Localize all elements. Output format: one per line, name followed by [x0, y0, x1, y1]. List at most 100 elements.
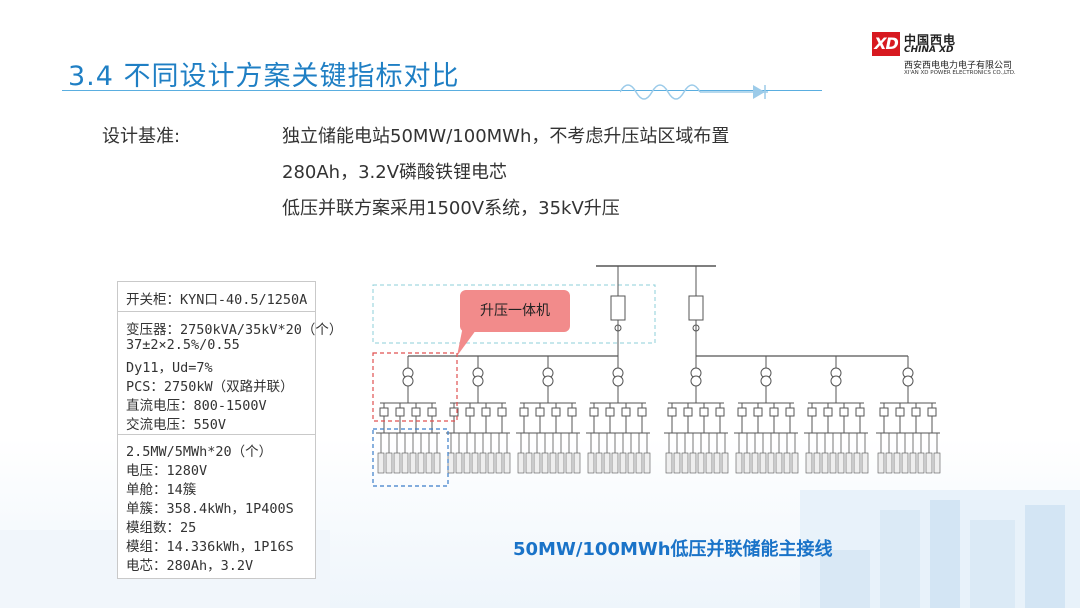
spec-row: 单舱：14簇: [126, 482, 197, 498]
spec-row: 2.5MW/5MWh*20（个）: [126, 444, 273, 460]
criteria-line: 独立储能电站50MW/100MWh，不考虑升压站区域布置: [282, 126, 730, 147]
title-underline: [62, 90, 822, 91]
battery-cluster: [885, 452, 893, 474]
spec-row: 37±2×2.5%/0.55: [126, 337, 240, 353]
pcs-symbol: [621, 407, 631, 417]
pcs-symbol: [807, 407, 817, 417]
spec-row: 变压器：2750kVA/35kV*20（个）: [126, 322, 343, 338]
switchgear-cabinet: [610, 295, 626, 321]
pcs-symbol: [667, 407, 677, 417]
battery-cluster: [861, 452, 869, 474]
pcs-symbol: [683, 407, 693, 417]
battery-cluster: [611, 452, 619, 474]
transformer-symbol: [830, 375, 842, 387]
criteria-line: 280Ah，3.2V磷酸铁锂电芯: [282, 162, 508, 183]
battery-cluster: [713, 452, 721, 474]
pcs-symbol: [465, 407, 475, 417]
battery-cluster: [877, 452, 885, 474]
battery-cluster: [401, 452, 409, 474]
battery-cluster: [783, 452, 791, 474]
spec-row: 电压：1280V: [126, 463, 208, 479]
battery-cluster: [409, 452, 417, 474]
battery-cluster: [487, 452, 495, 474]
transformer-symbol: [760, 375, 772, 387]
battery-cluster: [665, 452, 673, 474]
battery-cluster: [635, 452, 643, 474]
battery-cluster: [565, 452, 573, 474]
battery-cluster: [385, 452, 393, 474]
battery-cluster: [837, 452, 845, 474]
battery-region: [372, 428, 449, 487]
battery-cluster: [705, 452, 713, 474]
spec-divider: [118, 311, 315, 312]
spec-switchgear: 开关柜：KYN口-40.5/1250A: [126, 292, 308, 308]
battery-cluster: [853, 452, 861, 474]
pcs-symbol: [737, 407, 747, 417]
pcs-symbol: [839, 407, 849, 417]
transformer-symbol: [402, 375, 414, 387]
wave-decoration-icon: [620, 84, 768, 100]
spec-row: Dy11，Ud=7%: [126, 360, 213, 376]
pcs-symbol: [699, 407, 709, 417]
breaker-symbol: [692, 324, 700, 332]
battery-cluster: [751, 452, 759, 474]
pcs-symbol: [895, 407, 905, 417]
pcs-symbol: [785, 407, 795, 417]
battery-cluster: [643, 452, 651, 474]
pcs-symbol: [395, 407, 405, 417]
pcs-symbol: [879, 407, 889, 417]
battery-cluster: [549, 452, 557, 474]
battery-cluster: [447, 452, 455, 474]
battery-cluster: [689, 452, 697, 474]
battery-cluster: [813, 452, 821, 474]
battery-cluster: [681, 452, 689, 474]
callout-box: 升压一体机: [460, 290, 570, 332]
battery-cluster: [557, 452, 565, 474]
battery-cluster: [573, 452, 581, 474]
battery-cluster: [479, 452, 487, 474]
transformer-symbol: [690, 375, 702, 387]
battery-cluster: [455, 452, 463, 474]
battery-cluster: [377, 452, 385, 474]
battery-cluster: [471, 452, 479, 474]
battery-cluster: [743, 452, 751, 474]
spec-row: 单簇：358.4kWh，1P400S: [126, 501, 294, 517]
battery-cluster: [525, 452, 533, 474]
pcs-symbol: [753, 407, 763, 417]
pcs-symbol: [769, 407, 779, 417]
pcs-symbol: [535, 407, 545, 417]
xd-logo-icon: XD: [872, 32, 900, 56]
pcs-symbol: [823, 407, 833, 417]
company-logo: XD 中国西电 CHINA XD 西安西电电力电子有限公司 XI'AN XD P…: [872, 30, 1032, 78]
switchgear-region: [372, 284, 656, 344]
spec-row: 交流电压：550V: [126, 417, 227, 433]
battery-cluster: [495, 452, 503, 474]
pcs-symbol: [519, 407, 529, 417]
battery-cluster: [603, 452, 611, 474]
page-title: 3.4 不同设计方案关键指标对比: [68, 61, 460, 92]
battery-cluster: [829, 452, 837, 474]
battery-cluster: [821, 452, 829, 474]
integrated-unit-region: [372, 352, 458, 422]
battery-cluster: [845, 452, 853, 474]
transformer-symbol: [472, 375, 484, 387]
pcs-symbol: [855, 407, 865, 417]
pcs-symbol: [551, 407, 561, 417]
battery-cluster: [805, 452, 813, 474]
battery-cluster: [759, 452, 767, 474]
battery-cluster: [791, 452, 799, 474]
diagram-caption: 50MW/100MWh低压并联储能主接线: [513, 539, 833, 560]
battery-cluster: [893, 452, 901, 474]
logo-brand-cn: 中国西电: [904, 33, 957, 47]
spec-row: 模组：14.336kWh，1P16S: [126, 539, 294, 555]
battery-cluster: [463, 452, 471, 474]
spec-row: 模组数：25: [126, 520, 197, 536]
battery-cluster: [933, 452, 941, 474]
pcs-symbol: [927, 407, 937, 417]
battery-cluster: [925, 452, 933, 474]
battery-cluster: [595, 452, 603, 474]
pcs-symbol: [411, 407, 421, 417]
pcs-symbol: [427, 407, 437, 417]
pcs-symbol: [449, 407, 459, 417]
pcs-symbol: [637, 407, 647, 417]
